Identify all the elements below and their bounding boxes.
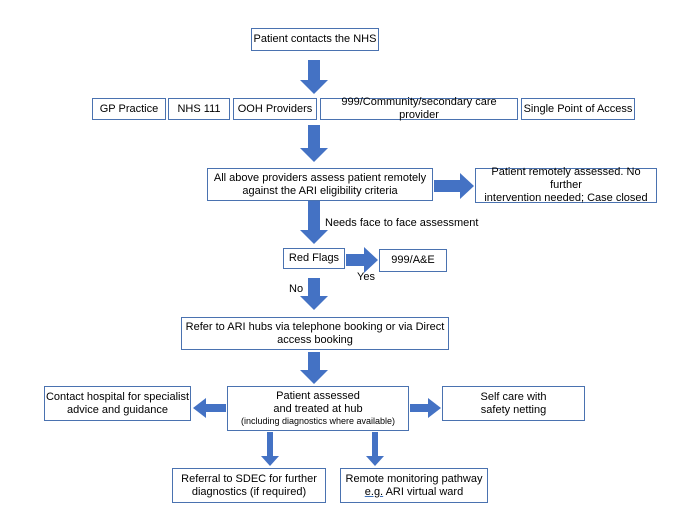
- refer-hubs-box: Refer to ARI hubs via telephone booking …: [181, 317, 449, 350]
- assessed-hub-box: Patient assessed and treated at hub (inc…: [227, 386, 409, 431]
- assess-remote-box: All above providers assess patient remot…: [207, 168, 433, 201]
- provider-ooh-box: OOH Providers: [233, 98, 317, 120]
- arrow-right-selfcare: [410, 398, 441, 418]
- remote-closed-box: Patient remotely assessed. No further in…: [475, 166, 657, 204]
- provider-gp-text: GP Practice: [99, 102, 159, 115]
- sdec-line1: Referral to SDEC for further: [181, 472, 317, 485]
- refer-hubs-line2: access booking: [277, 333, 353, 346]
- remote-monitoring-box: Remote monitoring pathway e.g. ARI virtu…: [340, 468, 488, 503]
- start-text: Patient contacts the NHS: [253, 33, 377, 45]
- self-care-line2: safety netting: [480, 403, 547, 416]
- assess-remote-line2: against the ARI eligibility criteria: [242, 184, 398, 197]
- provider-spa-text: Single Point of Access: [523, 102, 633, 115]
- arrow-down-no: [300, 278, 328, 310]
- remote-monitoring-line1: Remote monitoring pathway: [345, 472, 483, 485]
- red-flags-box: Red Flags: [283, 248, 345, 269]
- provider-999-box: 999/Community/secondary care provider: [320, 96, 518, 121]
- refer-hubs-line1: Refer to ARI hubs via telephone booking …: [185, 320, 445, 333]
- yes-label: Yes: [357, 271, 375, 283]
- arrow-right-ae: [346, 247, 378, 273]
- remote-monitoring-rest: ARI virtual ward: [383, 485, 464, 498]
- assessed-hub-line2: and treated at hub: [273, 403, 363, 415]
- sdec-box: Referral to SDEC for further diagnostics…: [172, 468, 326, 503]
- contact-hospital-box: Contact hospital for specialist advice a…: [44, 386, 191, 421]
- arrow-right-remote: [434, 173, 474, 199]
- arrow-down-monitoring: [366, 432, 384, 466]
- remote-monitoring-line2: e.g. ARI virtual ward: [365, 486, 463, 499]
- arrow-down-sdec: [261, 432, 279, 466]
- assessed-hub-line1: Patient assessed: [276, 390, 360, 402]
- contact-hospital-line2: advice and guidance: [67, 403, 168, 416]
- arrow-down-f2f: [300, 200, 328, 244]
- provider-ooh-text: OOH Providers: [237, 102, 313, 115]
- arrow-down-start: [300, 60, 328, 94]
- provider-999-text: 999/Community/secondary care provider: [341, 96, 497, 121]
- remote-closed-line1: Patient remotely assessed. No further: [491, 166, 641, 191]
- remote-closed-line2: intervention needed; Case closed: [484, 192, 648, 204]
- provider-nhs111-text: NHS 111: [177, 102, 221, 115]
- assess-remote-line1: All above providers assess patient remot…: [213, 171, 427, 184]
- contact-hospital-line1: Contact hospital for specialist: [45, 390, 190, 403]
- remote-monitoring-eg: e.g.: [364, 485, 384, 498]
- arrow-down-providers: [300, 125, 328, 162]
- red-flags-text: Red Flags: [288, 252, 340, 264]
- no-label: No: [289, 283, 304, 295]
- self-care-box: Self care with safety netting: [442, 386, 585, 421]
- arrow-left-hospital: [193, 398, 226, 418]
- sdec-line2: diagnostics (if required): [191, 485, 307, 498]
- arrow-down-hub: [300, 352, 328, 384]
- provider-spa-box: Single Point of Access: [521, 98, 635, 120]
- assessed-hub-note: (including diagnostics where available): [240, 416, 396, 426]
- self-care-line1: Self care with: [480, 390, 547, 403]
- ae-box: 999/A&E: [379, 249, 447, 272]
- provider-nhs111-box: NHS 111: [168, 98, 230, 120]
- provider-gp-box: GP Practice: [92, 98, 166, 120]
- needs-f2f-label: Needs face to face assessment: [325, 217, 479, 229]
- start-box: Patient contacts the NHS: [251, 28, 379, 51]
- ae-text: 999/A&E: [391, 254, 435, 266]
